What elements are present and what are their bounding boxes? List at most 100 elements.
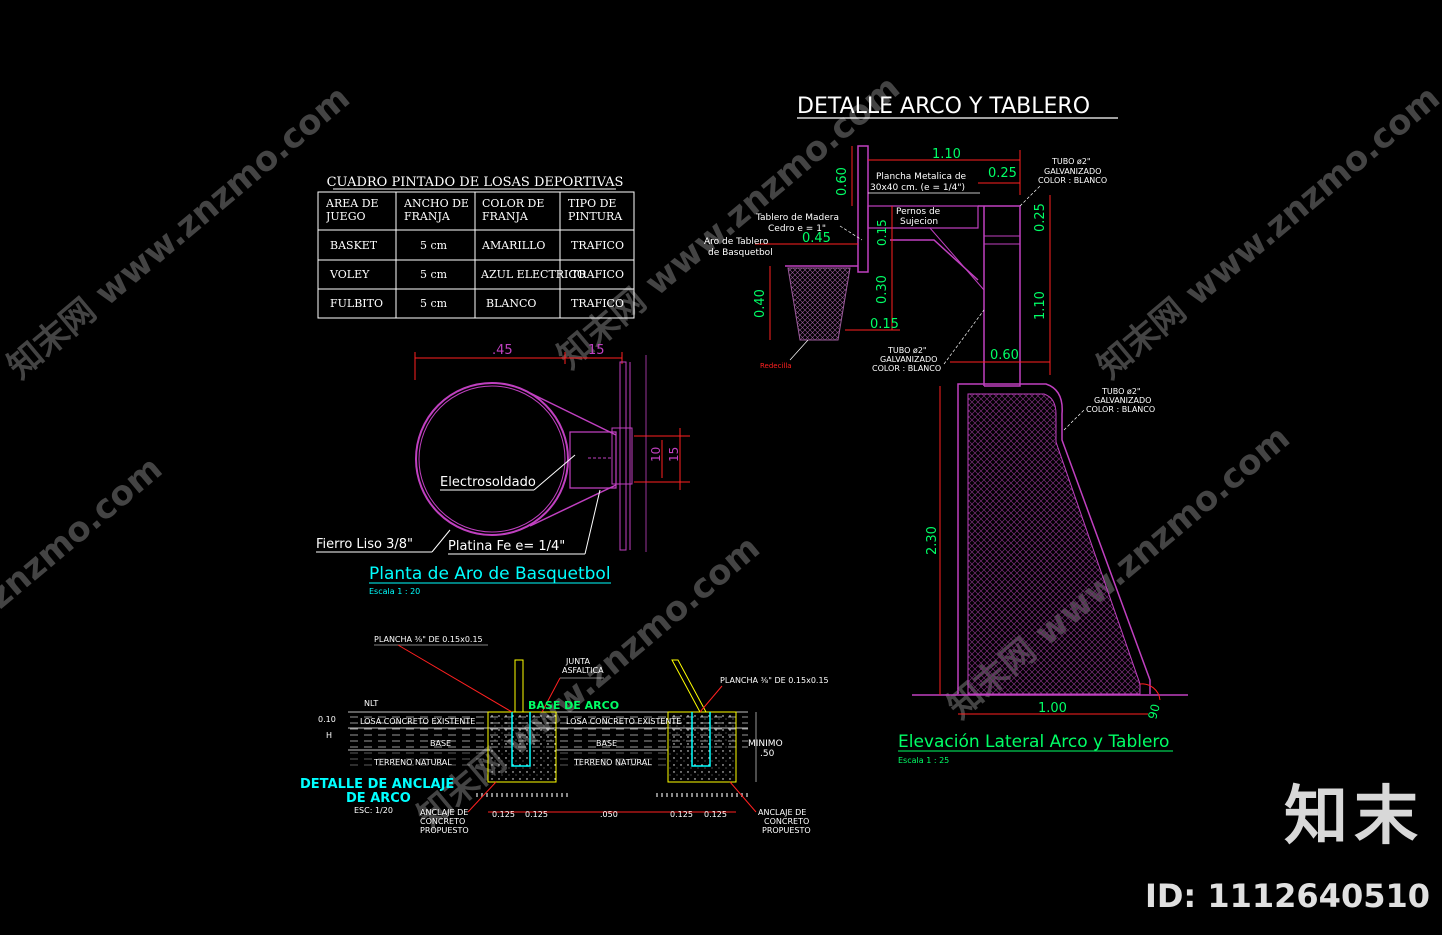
dim-040: 0.40	[753, 289, 768, 318]
tubo-c-3: COLOR : BLANCO	[1086, 405, 1155, 414]
cell: 5 cm	[420, 268, 448, 281]
dim-110: 1.10	[932, 147, 961, 162]
dim-230: 2.30	[925, 526, 940, 555]
label-aro-1: Aro de Tablero	[704, 237, 769, 247]
watermark-3: 知末网 www.znzmo.com	[1090, 78, 1442, 387]
brand-id: ID: 1112640510	[1144, 877, 1430, 915]
label-aro-2: de Basquetbol	[708, 248, 773, 258]
dim-plan-10: 10	[649, 447, 663, 462]
losa-1: LOSA CONCRETO EXISTENTE	[360, 717, 475, 726]
dim-015a: 0.15	[875, 219, 889, 246]
header-ancho: ANCHO DE FRANJA	[404, 197, 469, 223]
cell: FULBITO	[330, 297, 383, 310]
elevation-title: Elevación Lateral Arco y Tablero	[898, 732, 1169, 752]
tubo-b-3: COLOR : BLANCO	[872, 364, 941, 373]
anclaje-right-3: PROPUESTO	[762, 826, 811, 835]
base-arco: BASE DE ARCO	[528, 699, 619, 712]
cell: AMARILLO	[481, 239, 545, 252]
anclaje-right-2: CONCRETO	[764, 817, 809, 826]
label-platina: Platina Fe e= 1/4"	[448, 539, 565, 554]
label-fierro-liso: Fierro Liso 3/8"	[316, 537, 413, 552]
cell: TRAFICO	[571, 268, 624, 281]
elevation-scale: Escala 1 : 25	[898, 756, 949, 765]
header-tipo: TIPO DE PINTURA	[568, 197, 623, 223]
label-plancha-2: 30x40 cm. (e = 1/4")	[870, 183, 965, 193]
plan-title: Planta de Aro de Basquetbol	[369, 564, 611, 584]
cell: BASKET	[330, 239, 378, 252]
junta-1: JUNTA	[565, 657, 590, 666]
header-color: COLOR DE FRANJA	[482, 197, 545, 223]
label-plancha-1: Plancha Metalica de	[876, 172, 967, 182]
dim-060b: 0.60	[990, 348, 1019, 363]
watermark-4: znzmo.com	[0, 448, 170, 616]
losa-2: LOSA CONCRETO EXISTENTE	[566, 717, 681, 726]
dim-d3: .050	[600, 810, 618, 819]
dim-100: 1.00	[1038, 701, 1067, 716]
dim-90: 90	[1145, 702, 1162, 720]
tubo-a-3: COLOR : BLANCO	[1038, 176, 1107, 185]
dim-plan-45: .45	[492, 343, 513, 358]
tubo-a-1: TUBO ø2"	[1051, 157, 1091, 166]
plan-scale: Escala 1 : 20	[369, 587, 420, 596]
dim-plan-15b: 15	[667, 447, 681, 462]
label-tablero-1: Tablero de Madera	[755, 213, 839, 223]
table-title: CUADRO PINTADO DE LOSAS DEPORTIVAS	[327, 175, 624, 190]
tubo-c-2: GALVANIZADO	[1094, 396, 1151, 405]
anclaje-title-1: DETALLE DE ANCLAJE	[300, 777, 454, 792]
dim-060: 0.60	[835, 167, 850, 196]
cell: TRAFICO	[571, 239, 624, 252]
dim-015b: 0.15	[870, 317, 899, 332]
table-row: VOLEY 5 cm AZUL ELECTRICO TRAFICO	[329, 268, 624, 281]
main-title: DETALLE ARCO Y TABLERO	[797, 94, 1090, 119]
table-row: BASKET 5 cm AMARILLO TRAFICO	[330, 239, 624, 252]
dim-025-side: 0.25	[1033, 203, 1048, 232]
dim-d4: 0.125	[670, 810, 693, 819]
header-area: AREA DE JUEGO	[326, 197, 379, 223]
tubo-a-2: GALVANIZADO	[1044, 167, 1101, 176]
anchor-detail: PLANCHA ⅜" DE 0.15x0.15 PLANCHA ⅜" DE 0.…	[300, 635, 829, 835]
cell: 5 cm	[420, 297, 448, 310]
label-pernos-1: Pernos de	[896, 207, 941, 217]
brand-logo: 知末	[1284, 780, 1424, 854]
tubo-b-1: TUBO ø2"	[887, 346, 927, 355]
tubo-b-2: GALVANIZADO	[880, 355, 937, 364]
terreno-1: TERRENO NATURAL	[373, 758, 452, 767]
plancha-left: PLANCHA ⅜" DE 0.15x0.15	[374, 635, 483, 644]
cell: AZUL ELECTRICO	[480, 268, 586, 281]
cell: TRAFICO	[571, 297, 624, 310]
base-2: BASE	[596, 739, 617, 748]
dim-110-side: 1.10	[1033, 291, 1048, 320]
dim-030: 0.30	[875, 275, 890, 304]
dim-plan-15: 15	[588, 343, 605, 358]
anclaje-title-2: DE ARCO	[346, 791, 411, 806]
dim-d5: 0.125	[704, 810, 727, 819]
watermark-1: 知末网 www.znzmo.com	[0, 78, 358, 387]
anclaje-left-2: CONCRETO	[420, 817, 465, 826]
paint-table: CUADRO PINTADO DE LOSAS DEPORTIVAS AREA …	[317, 175, 635, 319]
dim-d1: 0.125	[492, 810, 515, 819]
anclaje-left-1: ANCLAJE DE	[420, 808, 468, 817]
terreno-2: TERRENO NATURAL	[573, 758, 652, 767]
dim-h: H	[326, 731, 332, 740]
table-row: FULBITO 5 cm BLANCO TRAFICO	[330, 297, 624, 310]
minimo-val: .50	[760, 749, 775, 759]
dim-025-top: 0.25	[988, 166, 1017, 181]
label-electrosoldado: Electrosoldado	[440, 475, 536, 490]
elevation-view: 1.10 0.25 0.60 0.25 1.10 0.45 0.40 0.30 …	[704, 145, 1188, 765]
minimo: MINIMO	[748, 739, 783, 749]
anclaje-right-1: ANCLAJE DE	[758, 808, 806, 817]
tubo-c-1: TUBO ø2"	[1101, 387, 1141, 396]
nlt: NLT	[364, 699, 378, 708]
plancha-right: PLANCHA ⅜" DE 0.15x0.15	[720, 676, 829, 685]
cell: BLANCO	[486, 297, 536, 310]
junta-2: ASFALTICA	[562, 666, 604, 675]
table-header: AREA DE JUEGO ANCHO DE FRANJA COLOR DE F…	[326, 197, 623, 223]
anclaje-scale: ESC: 1/20	[354, 806, 393, 815]
label-tablero-2: Cedro e = 1"	[768, 224, 826, 234]
anclaje-left-3: PROPUESTO	[420, 826, 469, 835]
hoop-plan-view: .45 15 10 15 Electrosoldado Fierro Liso …	[316, 343, 690, 596]
dim-045: 0.45	[802, 231, 831, 246]
dim-010: 0.10	[318, 715, 336, 724]
